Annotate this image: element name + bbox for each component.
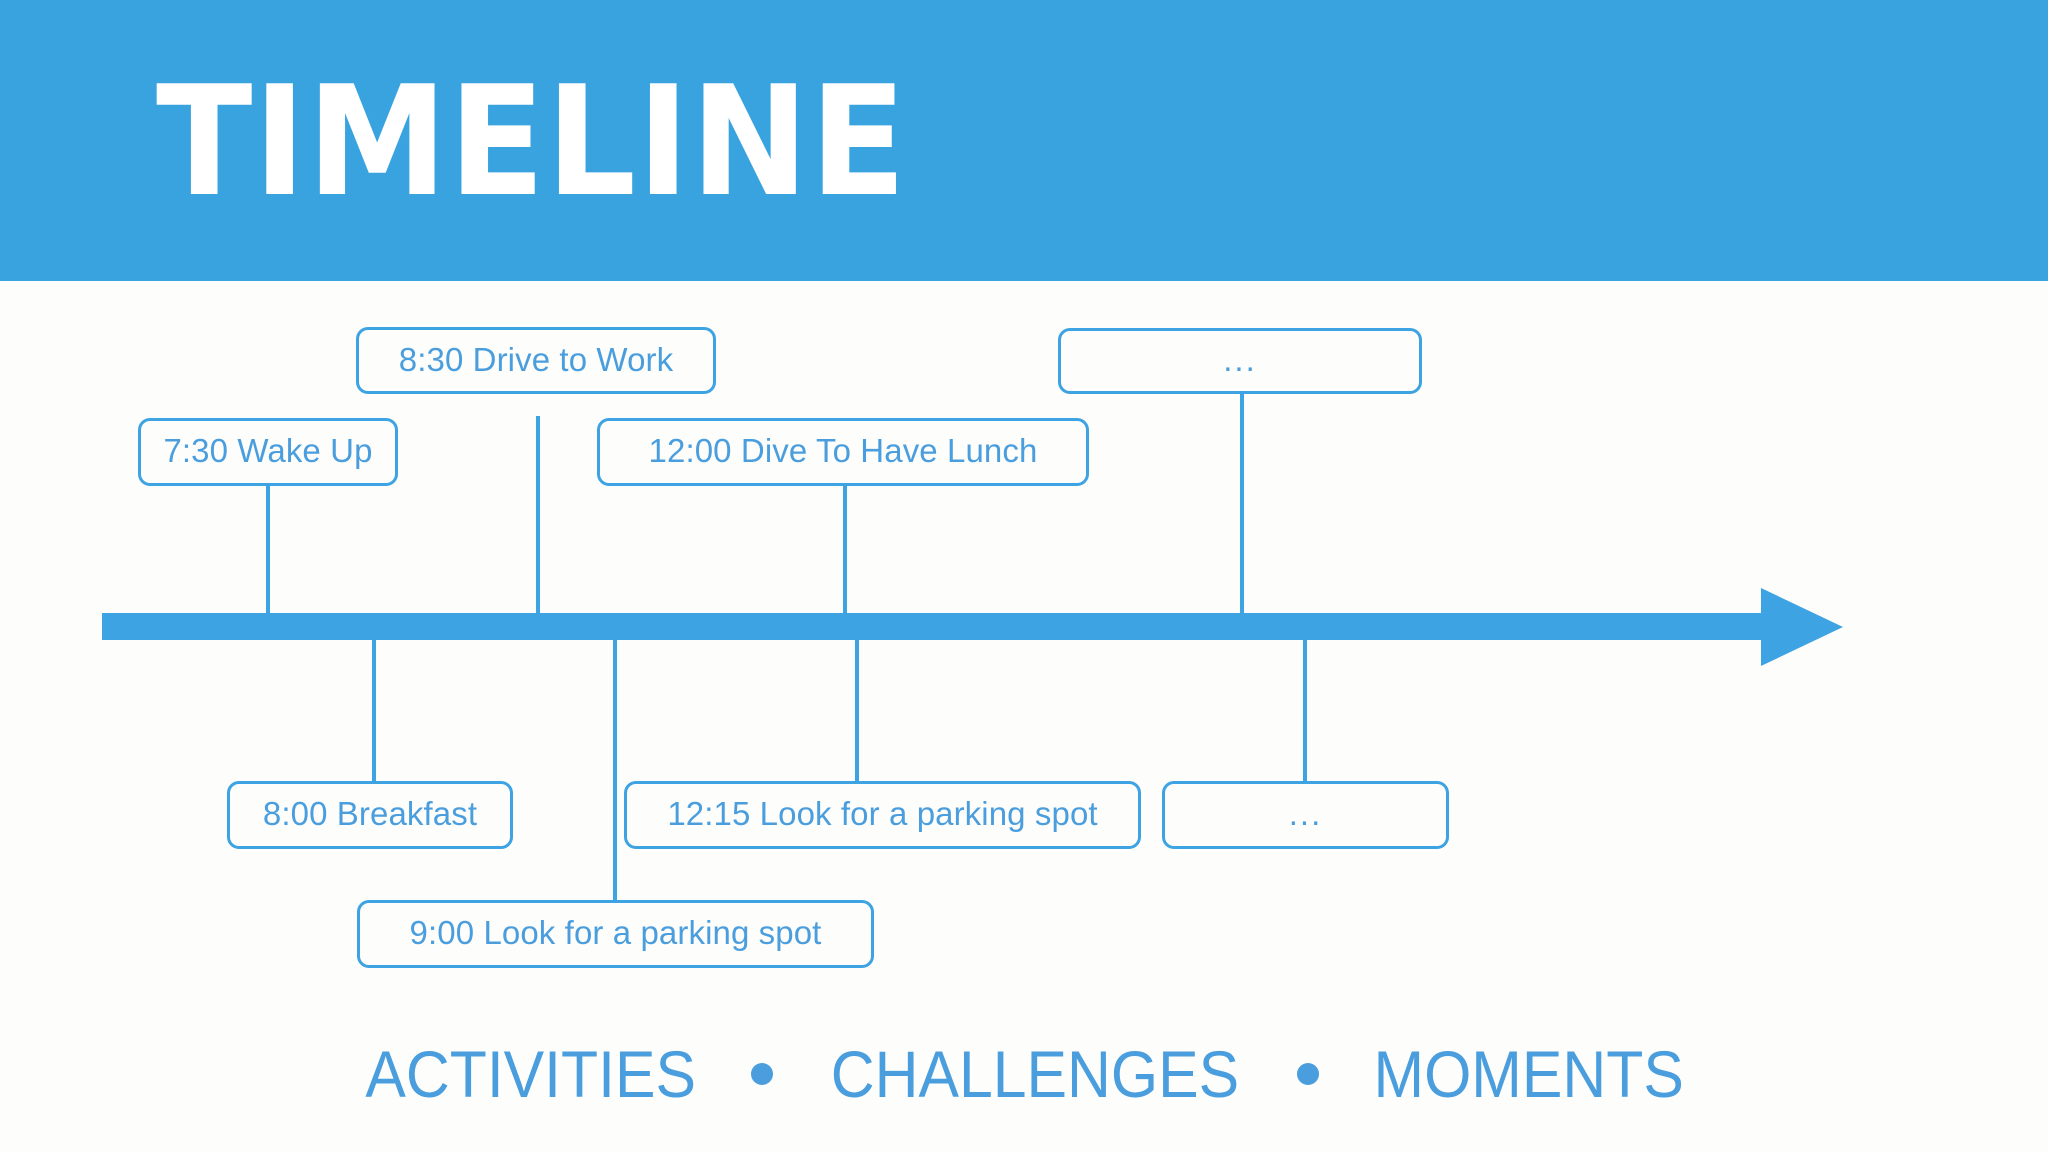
footer-word-activities: ACTIVITIES [365,1037,697,1111]
event-label: ... [1223,341,1257,378]
stem-bottom-more [1303,638,1307,783]
arrow-right-icon [1761,588,1843,666]
event-label: ... [1288,795,1323,832]
event-label: 8:00 Breakfast [262,795,478,832]
event-label: 12:15 Look for a parking spot [667,795,1098,832]
stem-top-more [1240,393,1244,615]
event-label: 9:00 Look for a parking spot [409,914,822,951]
stem-wake-up [266,485,270,615]
event-box-lunch[interactable]: 12:00 Dive To Have Lunch [597,418,1089,486]
page-title: TIMELINE [156,53,908,230]
event-label: 8:30 Drive to Work [398,340,674,378]
stem-parking-9 [613,638,617,903]
event-label: 7:30 Wake Up [163,432,373,469]
bullet-separator-icon [750,1062,773,1085]
event-box-breakfast[interactable]: 8:00 Breakfast [227,781,513,849]
bullet-separator-icon [1297,1062,1320,1085]
footer-word-moments: MOMENTS [1373,1037,1684,1111]
event-box-wake-up[interactable]: 7:30 Wake Up [138,418,398,486]
stem-parking-1215 [855,638,859,783]
stem-breakfast [372,638,376,783]
event-box-bottom-more[interactable]: ... [1162,781,1449,849]
event-label: 12:00 Dive To Have Lunch [648,432,1038,469]
stem-lunch [843,485,847,615]
header-band: TIMELINE [0,0,2048,281]
footer-tagline: ACTIVITIES CHALLENGES MOMENTS [0,1028,2048,1120]
event-box-parking-1215[interactable]: 12:15 Look for a parking spot [624,781,1141,849]
timeline-axis-bar [102,613,1763,640]
footer-word-challenges: CHALLENGES [830,1037,1240,1111]
event-box-drive-to-work[interactable]: 8:30 Drive to Work [356,327,716,394]
event-box-top-more[interactable]: ... [1058,328,1422,394]
event-box-parking-9[interactable]: 9:00 Look for a parking spot [357,900,874,968]
stem-drive-to-work [536,416,540,615]
